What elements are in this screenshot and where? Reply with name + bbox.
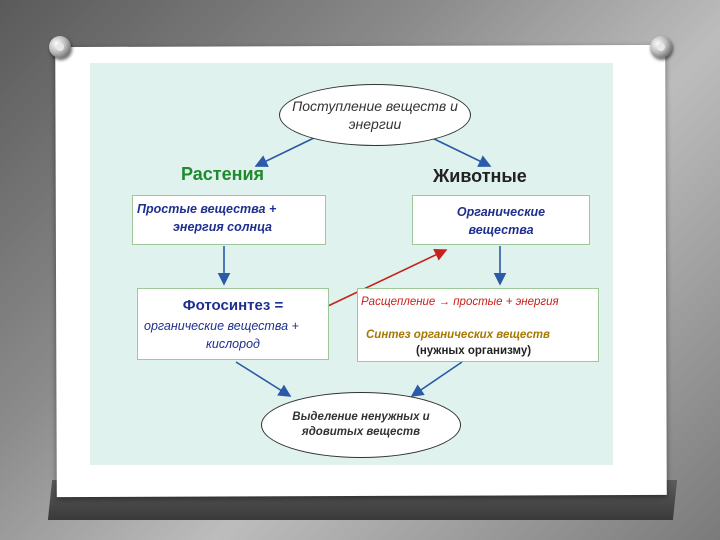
organic-substances-box: Органические вещества (412, 195, 590, 245)
simple-substances-line2: энергия солнца (173, 220, 272, 234)
animals-heading: Животные (433, 166, 527, 186)
breakdown-line1: Расщепление → простые + энергия (361, 296, 559, 308)
synthesis-line: Синтез органических веществ (366, 329, 550, 341)
pushpin-icon (49, 36, 71, 58)
simple-substances-box: Простые вещества + энергия солнца (132, 195, 326, 245)
synthesis-note: (нужных организму) (416, 345, 532, 357)
excretion-label: Выделение ненужных и ядовитых веществ (292, 411, 430, 438)
photosynthesis-box: Фотосинтез = органические вещества + кис… (137, 288, 329, 360)
intake-label: Поступление веществ и энергии (292, 98, 458, 132)
plants-heading: Растения (181, 164, 265, 184)
organic-substances-line2: вещества (468, 223, 534, 237)
pushpin-icon (650, 36, 672, 58)
photosynthesis-title: Фотосинтез = (182, 297, 284, 314)
simple-substances-line1: Простые вещества + (137, 202, 277, 216)
intake-ellipse: Поступление веществ и энергии (279, 84, 471, 146)
breakdown-box: Расщепление → простые + энергия Синтез о… (357, 288, 599, 362)
excretion-ellipse: Выделение ненужных и ядовитых веществ (261, 392, 461, 458)
photosynthesis-line2: органические вещества + (144, 319, 299, 333)
organic-substances-line1: Органические (456, 205, 546, 219)
photosynthesis-line3: кислород (206, 337, 260, 351)
